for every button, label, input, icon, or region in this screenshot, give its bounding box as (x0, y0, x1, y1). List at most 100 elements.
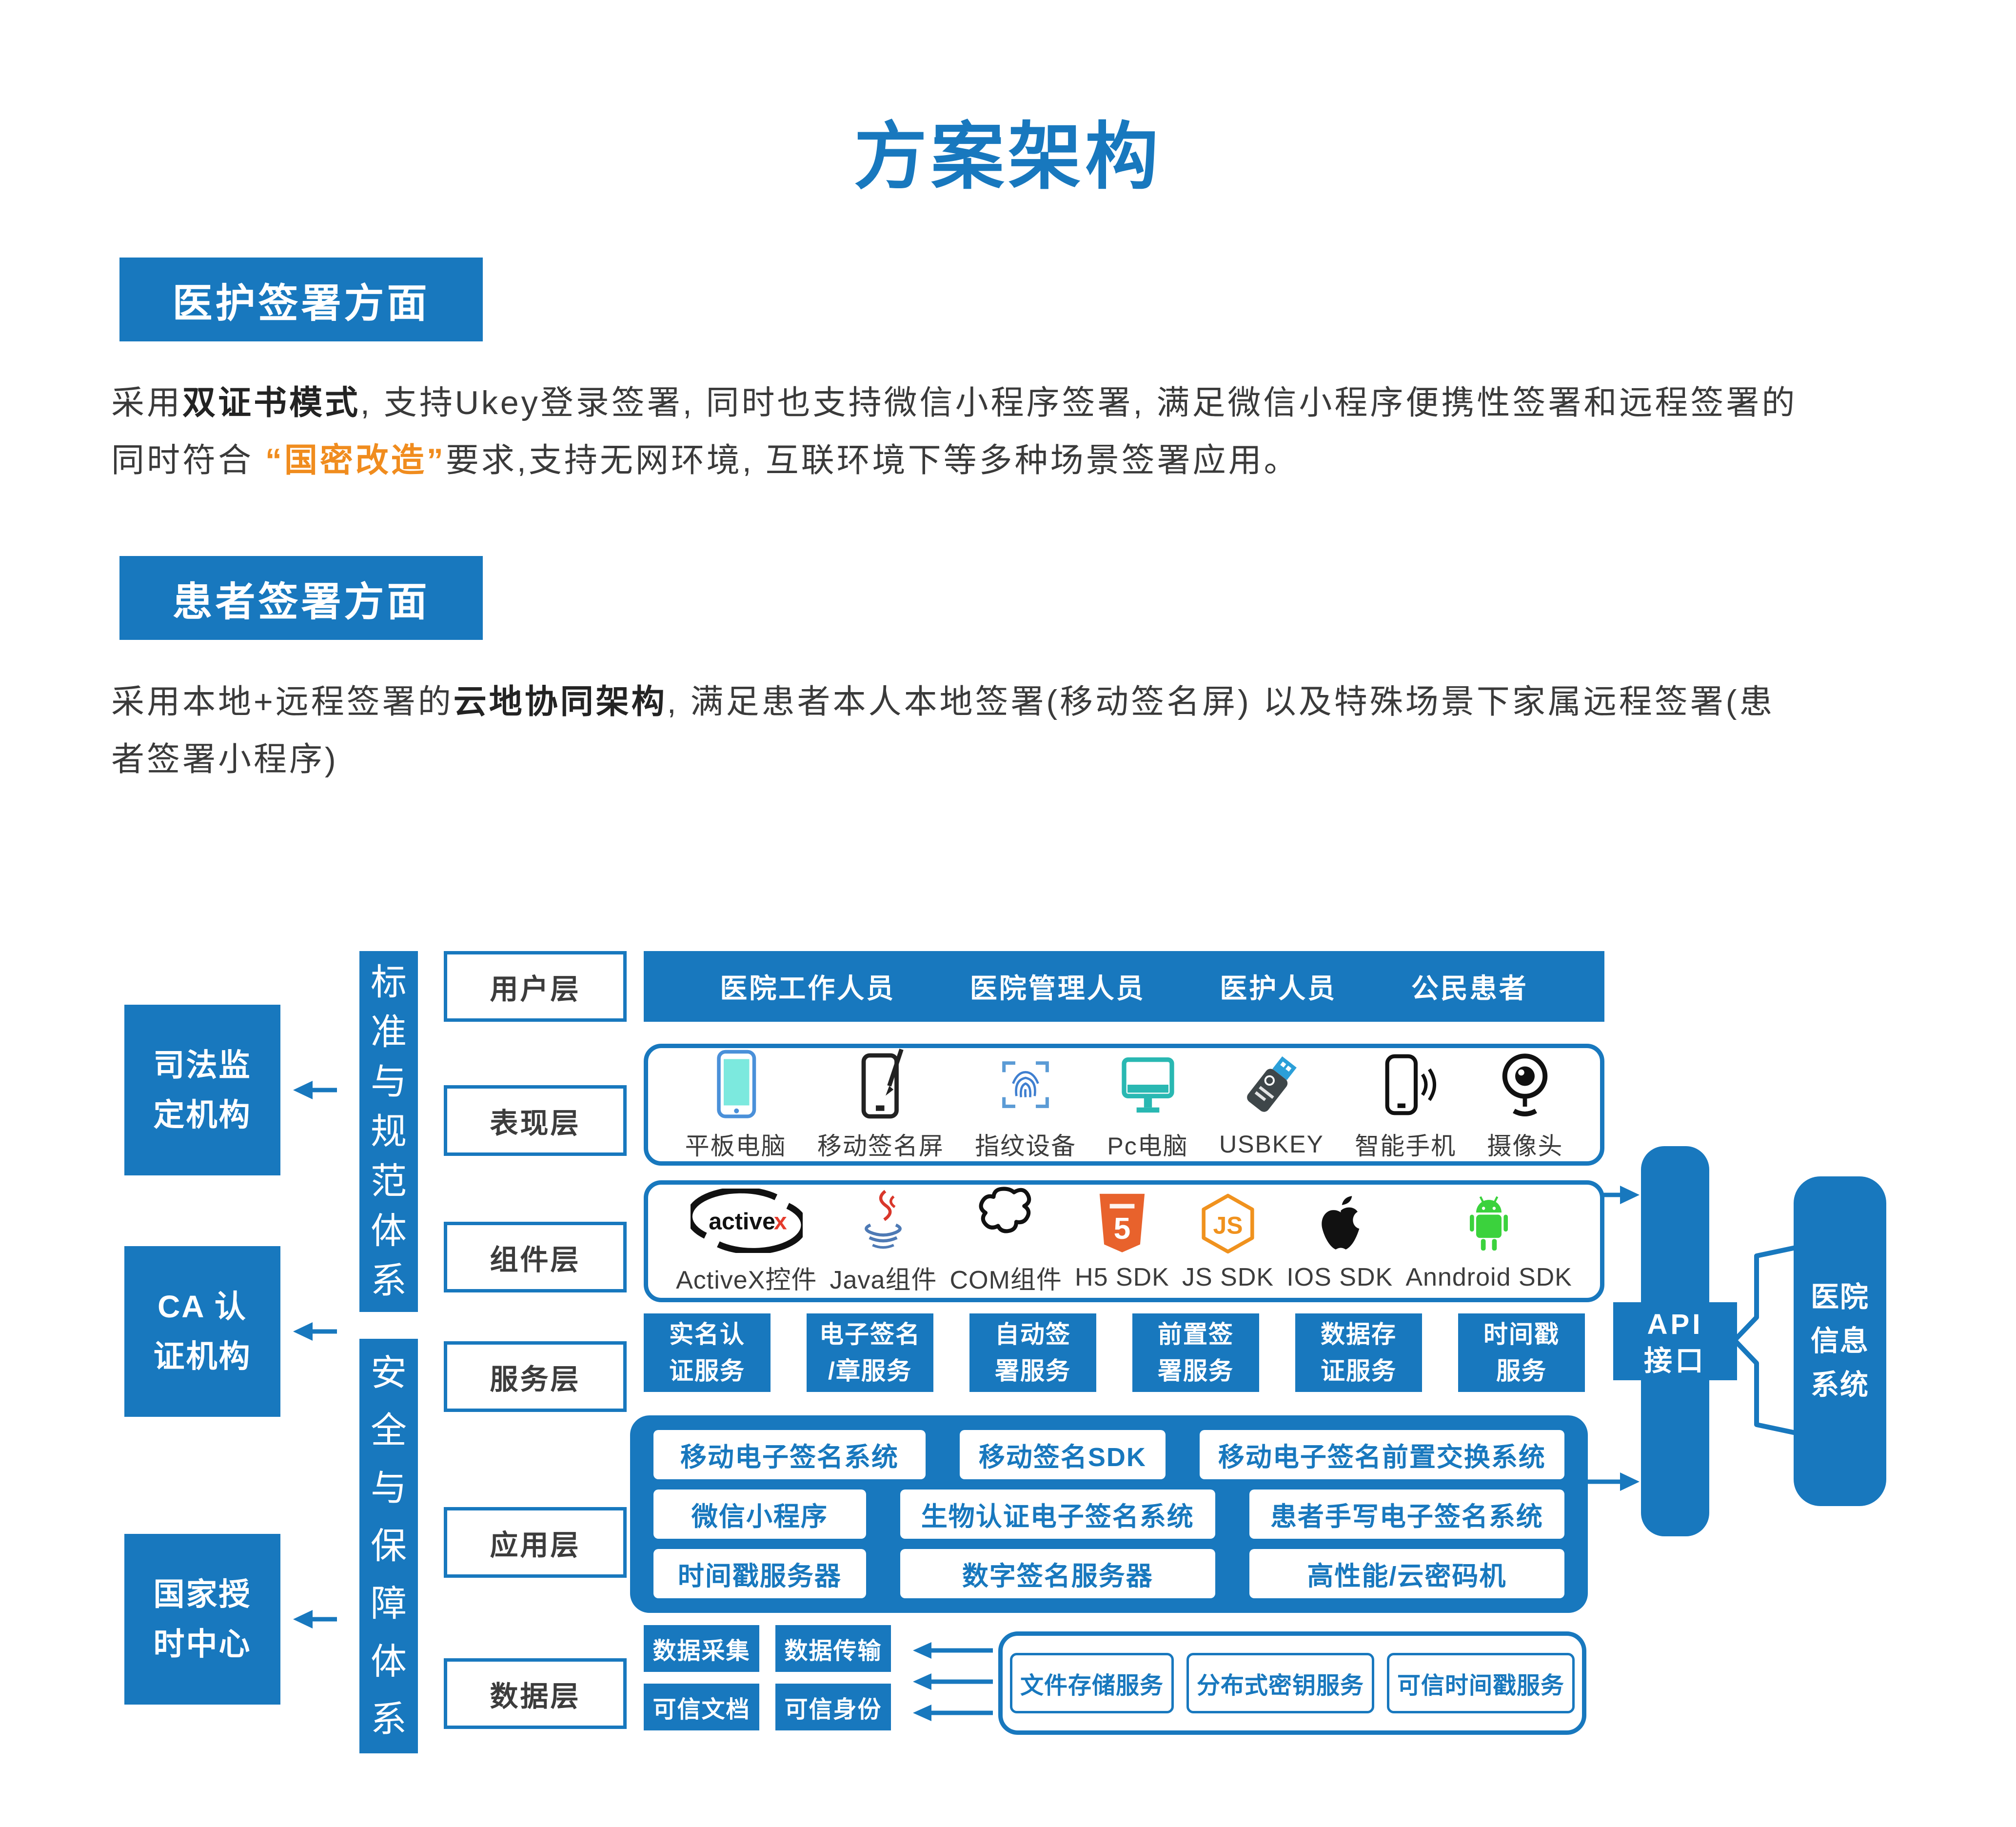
org-box-national-time-center: 国家授 时中心 (124, 1534, 280, 1705)
service-box: 前置签 署服务 (1132, 1313, 1259, 1392)
user-role-label: 医院管理人员 (969, 973, 1146, 1004)
text-segment: 采用 (111, 384, 183, 421)
text-segment: , 支持Ukey登录签署, 同时也支持微信小程序签署, 满足微信小程序便携性签署… (360, 384, 1798, 421)
text-segment: 同时符合 (111, 442, 265, 479)
application-box: 高性能/云密码机 (1249, 1549, 1564, 1598)
pillar-standards-system: 标 准 与 规 范 体 系 (359, 951, 418, 1312)
application-box: 生物认证电子签名系统 (900, 1489, 1215, 1539)
arrow-data-middle-icon (913, 1673, 993, 1690)
component-item: JS JS SDK (1182, 1191, 1274, 1292)
text-segment: “国密改造” (265, 442, 446, 479)
pc-icon (1114, 1048, 1182, 1122)
text-segment: 要求,支持无网环境, 互联环境下等多种场景签署应用。 (445, 442, 1300, 479)
com-icon (972, 1186, 1040, 1254)
brace-connector-icon (1732, 1245, 1799, 1436)
svg-text:x: x (774, 1208, 787, 1234)
org-box-judicial-authentication: 司法监 定机构 (124, 1005, 280, 1175)
component-item-label: IOS SDK (1286, 1263, 1393, 1291)
android-icon (1457, 1191, 1521, 1258)
data-services-container: 文件存储服务分布式密钥服务可信时间戳服务 (998, 1631, 1586, 1735)
user-role-label: 公民患者 (1411, 973, 1528, 1004)
application-row: 微信小程序生物认证电子签名系统患者手写电子签名系统 (653, 1489, 1564, 1539)
application-box: 移动电子签名前置交换系统 (1199, 1430, 1564, 1479)
user-role-label: 医院工作人员 (720, 973, 896, 1004)
application-box: 移动电子签名系统 (653, 1430, 926, 1479)
component-item: Java组件 (830, 1187, 937, 1296)
java-icon (851, 1187, 915, 1254)
service-box: 电子签名 /章服务 (807, 1313, 933, 1392)
presentation-item-label: 智能手机 (1355, 1132, 1457, 1160)
presentation-item: 摄像头 (1487, 1048, 1563, 1162)
section-header-patient-signing: 患者签署方面 (119, 556, 483, 640)
presentation-item: 移动签名屏 (817, 1048, 944, 1162)
layer-label-presentation: 表现层 (444, 1085, 627, 1156)
service-box: 数据存 证服务 (1295, 1313, 1422, 1392)
layer-label-service: 服务层 (444, 1341, 627, 1412)
application-box: 患者手写电子签名系统 (1249, 1489, 1564, 1539)
component-item-label: Anndroid SDK (1405, 1263, 1572, 1291)
text-segment: 者签署小程序) (111, 741, 338, 778)
user-layer-bar: 医院工作人员 医院管理人员 医护人员 公民患者 (644, 951, 1604, 1022)
js-icon: JS (1196, 1191, 1260, 1258)
data-service-box: 文件存储服务 (1009, 1653, 1174, 1713)
tablet-icon (704, 1048, 768, 1122)
signpad-icon (849, 1048, 912, 1122)
presentation-item-label: 移动签名屏 (817, 1132, 944, 1160)
presentation-item: Pc电脑 (1107, 1048, 1188, 1162)
component-item: IOS SDK (1286, 1191, 1393, 1292)
arrow-data-transfer-icon (913, 1642, 993, 1659)
layer-label-component: 组件层 (444, 1222, 627, 1292)
presentation-item-label: 指纹设备 (975, 1132, 1077, 1160)
paragraph-medical-line-1: 采用双证书模式, 支持Ukey登录签署, 同时也支持微信小程序签署, 满足微信小… (111, 376, 1994, 424)
page-title: 方案架构 (853, 116, 1162, 198)
arrow-to-ca-icon (293, 1322, 337, 1341)
org-box-ca-certification: CA 认 证机构 (124, 1246, 280, 1417)
arrow-data-identity-icon (913, 1705, 993, 1721)
data-service-box: 分布式密钥服务 (1186, 1653, 1375, 1713)
svg-text:active: active (709, 1208, 775, 1234)
h5-icon: 5 (1093, 1191, 1151, 1258)
application-box: 时间戳服务器 (653, 1549, 866, 1598)
data-layer-box: 可信身份 (775, 1684, 891, 1730)
data-layer-box: 数据采集 (644, 1625, 759, 1672)
section-header-medical-signing: 医护签署方面 (119, 258, 483, 341)
paragraph-medical-line-2: 同时符合 “国密改造”要求,支持无网环境, 互联环境下等多种场景签署应用。 (111, 433, 1994, 481)
arrow-to-judicial-icon (293, 1081, 337, 1099)
application-box: 数字签名服务器 (900, 1549, 1215, 1598)
application-box: 微信小程序 (653, 1489, 866, 1539)
arrow-to-time-center-icon (293, 1610, 337, 1628)
paragraph-patient-line-2: 者签署小程序) (111, 732, 1994, 780)
application-row: 移动电子签名系统移动签名SDK 移动电子签名前置交换系统 (653, 1430, 1564, 1479)
svg-text:5: 5 (1114, 1212, 1131, 1246)
presentation-item-label: 平板电脑 (685, 1132, 787, 1160)
presentation-layer-box: 平板电脑 移动签名屏 指纹设备 Pc电脑 USBKEY 智能手机 摄像头 (644, 1044, 1604, 1166)
data-layer-box: 可信文档 (644, 1684, 759, 1730)
application-box: 移动签名SDK (959, 1430, 1166, 1479)
service-box: 实名认 证服务 (644, 1313, 771, 1392)
user-role-label: 医护人员 (1220, 973, 1337, 1004)
component-item-label: JS SDK (1182, 1263, 1274, 1291)
application-layer-container: 移动电子签名系统移动签名SDK 移动电子签名前置交换系统微信小程序生物认证电子签名… (630, 1415, 1588, 1613)
paragraph-patient-line-1: 采用本地+远程签署的云地协同架构, 满足患者本人本地签署(移动签名屏) 以及特殊… (111, 675, 1994, 723)
usbkey-icon (1235, 1051, 1308, 1125)
component-item-label: ActiveX控件 (676, 1266, 817, 1294)
smartphone-icon (1371, 1048, 1440, 1122)
layer-label-application: 应用层 (444, 1507, 627, 1578)
arrow-component-to-api-icon (1603, 1186, 1640, 1204)
arrow-application-to-api-icon (1586, 1472, 1640, 1491)
layer-label-user: 用户层 (444, 951, 627, 1022)
component-item-label: Java组件 (830, 1266, 937, 1294)
service-box: 自动签 署服务 (969, 1313, 1096, 1392)
svg-text:JS: JS (1213, 1212, 1243, 1239)
application-row: 时间戳服务器数字签名服务器高性能/云密码机 (653, 1549, 1564, 1598)
camera-icon (1493, 1048, 1557, 1122)
service-box: 时间戳 服务 (1458, 1313, 1585, 1392)
layer-label-data: 数据层 (444, 1658, 627, 1729)
fingerprint-icon (991, 1048, 1060, 1122)
presentation-item: USBKEY (1219, 1051, 1324, 1158)
api-interface-label: API 接口 (1643, 1309, 1706, 1377)
presentation-item: 平板电脑 (685, 1048, 787, 1162)
